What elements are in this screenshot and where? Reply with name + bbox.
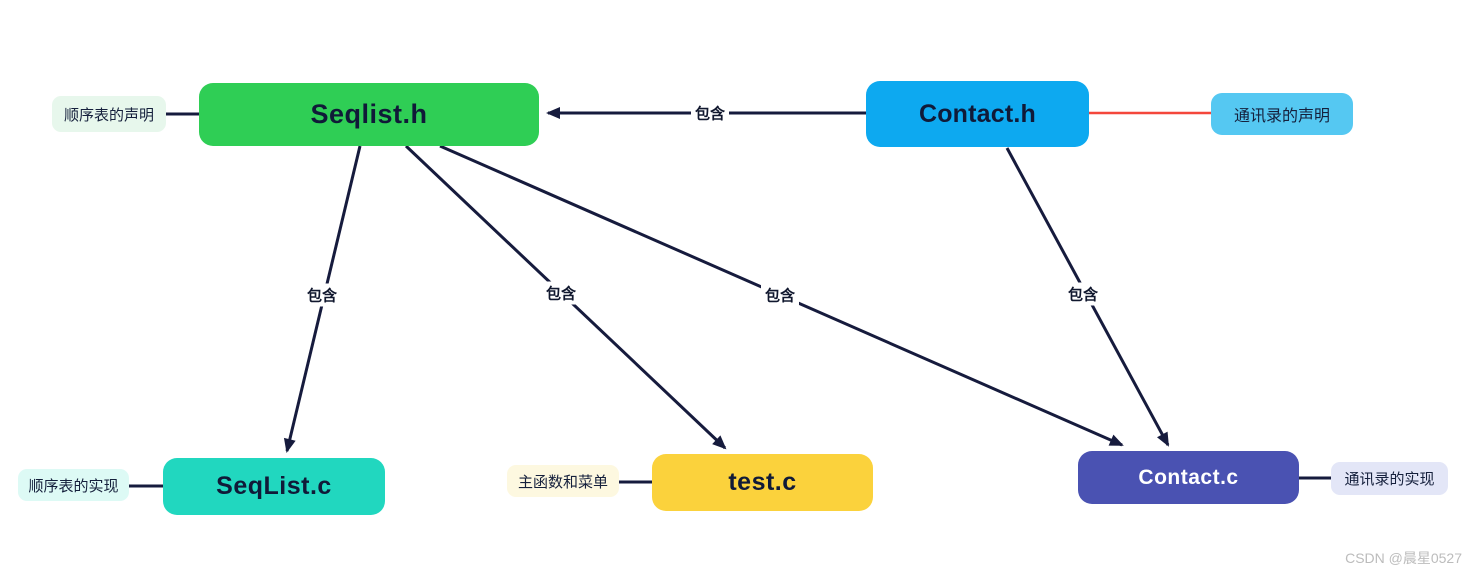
edge-label-seqlisth-contactc: 包含: [760, 283, 800, 307]
node-seqlist-h[interactable]: Seqlist.h: [199, 83, 539, 146]
edge-label-seqlisth-testc: 包含: [541, 281, 581, 305]
node-contact-h[interactable]: Contact.h: [866, 81, 1089, 147]
node-test-c[interactable]: test.c: [652, 454, 873, 511]
note-contact-c[interactable]: 通讯录的实现: [1331, 462, 1448, 495]
note-contact-h[interactable]: 通讯录的声明: [1211, 93, 1353, 135]
csdn-watermark: CSDN @晨星0527: [1345, 550, 1462, 566]
note-seqlist-h[interactable]: 顺序表的声明: [52, 96, 166, 132]
edge-label-contacth-contactc: 包含: [1063, 282, 1103, 306]
edge-label-seqlisth-seqlistc: 包含: [302, 283, 342, 307]
edge-label-contacth-seqlisth: 包含: [690, 101, 730, 125]
note-seqlist-c[interactable]: 顺序表的实现: [18, 469, 129, 501]
note-test-c[interactable]: 主函数和菜单: [507, 465, 619, 497]
node-contact-c[interactable]: Contact.c: [1078, 451, 1299, 504]
node-seqlist-c[interactable]: SeqList.c: [163, 458, 385, 515]
